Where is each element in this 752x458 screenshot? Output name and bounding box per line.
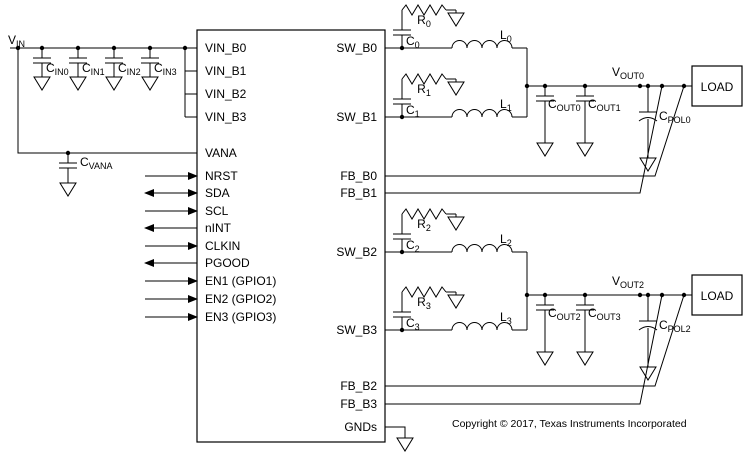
pin-vin-b3: VIN_B3 xyxy=(205,110,247,124)
load2-block xyxy=(691,274,743,316)
load0-label: LOAD xyxy=(701,80,734,94)
pin-sw-b3: SW_B3 xyxy=(336,323,377,337)
l0-label: L0 xyxy=(500,28,512,44)
pin-vin-b2: VIN_B2 xyxy=(205,87,247,101)
ground-icon xyxy=(536,348,554,366)
phase-b0 xyxy=(385,4,527,49)
ground-icon xyxy=(59,179,77,197)
pin-fb-b1: FB_B1 xyxy=(340,186,377,200)
pmic-ic-body xyxy=(196,29,386,443)
pin-fb-b0: FB_B0 xyxy=(340,169,377,183)
pin-en3: EN3 (GPIO3) xyxy=(205,310,276,324)
pin-vana: VANA xyxy=(205,146,237,160)
ic-right-pin-labels: SW_B0 SW_B1 FB_B0 FB_B1 SW_B2 SW_B3 FB_B… xyxy=(336,41,377,434)
cout3-label: COUT3 xyxy=(588,306,621,322)
component-labels: VIN CIN0 CIN1 CIN2 CIN3 CVANA R0 R1 R2 R… xyxy=(8,13,734,334)
phase-b3 xyxy=(385,252,528,331)
load0-block xyxy=(691,65,743,107)
vin-label: VIN xyxy=(8,33,25,49)
cpol2-label: CPOL2 xyxy=(659,318,691,334)
cvana-capacitor xyxy=(58,162,78,169)
l1-label: L1 xyxy=(500,97,512,113)
gnds-wire xyxy=(385,426,414,452)
pin-fb-b2: FB_B2 xyxy=(340,379,377,393)
cin3-label: CIN3 xyxy=(154,61,177,77)
phase-b2 xyxy=(385,208,527,253)
vout2-label: VOUT2 xyxy=(612,274,644,290)
junction-dots xyxy=(15,45,687,333)
cin0-label: CIN0 xyxy=(46,61,69,77)
pin-en2: EN2 (GPIO2) xyxy=(205,292,276,306)
feedback-wires-b0-b1 xyxy=(385,85,685,194)
feedback-wires-b2-b3 xyxy=(385,294,685,405)
ground-icon xyxy=(447,291,465,309)
ground-icon xyxy=(69,73,87,91)
vout0-label: VOUT0 xyxy=(612,65,644,81)
l3-label: L3 xyxy=(500,310,512,326)
c1-label: C1 xyxy=(406,103,420,119)
ground-icon xyxy=(396,434,414,452)
load2-label: LOAD xyxy=(701,289,734,303)
input-supply-wires xyxy=(10,47,197,154)
ic-left-pin-labels: VIN_B0 VIN_B1 VIN_B2 VIN_B3 VANA NRST SD… xyxy=(205,41,276,324)
r3-label: R3 xyxy=(417,295,431,311)
pin-fb-b3: FB_B3 xyxy=(340,397,377,411)
pin-sw-b0: SW_B0 xyxy=(336,41,377,55)
pin-nrst: NRST xyxy=(205,169,238,183)
cout2-label: COUT2 xyxy=(548,306,581,322)
r1-label: R1 xyxy=(417,82,431,98)
ground-icon xyxy=(447,9,465,27)
cin1-label: CIN1 xyxy=(82,61,105,77)
r2-label: R2 xyxy=(417,217,431,233)
phase-b1 xyxy=(385,48,528,118)
pin-scl: SCL xyxy=(205,204,229,218)
cout1-label: COUT1 xyxy=(588,97,621,113)
ground-icon xyxy=(141,73,159,91)
c3-label: C3 xyxy=(406,316,420,332)
control-signal-arrows xyxy=(144,172,198,321)
ground-icon xyxy=(33,73,51,91)
pin-nint: nINT xyxy=(205,221,232,235)
copyright-text: Copyright © 2017, Texas Instruments Inco… xyxy=(452,418,687,430)
pin-clkin: CLKIN xyxy=(205,239,240,253)
pin-sda: SDA xyxy=(205,186,230,200)
pin-gnds: GNDs xyxy=(344,420,377,434)
cout0-label: COUT0 xyxy=(548,97,581,113)
ground-icon xyxy=(447,213,465,231)
ground-icon xyxy=(447,78,465,96)
l2-label: L2 xyxy=(500,232,512,248)
ground-icon xyxy=(576,348,594,366)
pin-vin-b1: VIN_B1 xyxy=(205,64,247,78)
ground-icon xyxy=(639,154,657,172)
pin-sw-b2: SW_B2 xyxy=(336,245,377,259)
ground-icon xyxy=(536,139,554,157)
pin-sw-b1: SW_B1 xyxy=(336,110,377,124)
c2-label: C2 xyxy=(406,238,420,254)
output-rail-vout0 xyxy=(527,85,692,172)
cpol0-label: CPOL0 xyxy=(659,109,691,125)
output-rail-vout2 xyxy=(527,294,692,381)
pin-en1: EN1 (GPIO1) xyxy=(205,274,276,288)
cin2-label: CIN2 xyxy=(118,61,141,77)
c0-label: C0 xyxy=(406,34,420,50)
ground-icon xyxy=(105,73,123,91)
pin-vin-b0: VIN_B0 xyxy=(205,41,247,55)
ground-icon xyxy=(576,139,594,157)
pin-pgood: PGOOD xyxy=(205,256,250,270)
cvana-label: CVANA xyxy=(80,155,113,171)
r0-label: R0 xyxy=(417,13,431,29)
